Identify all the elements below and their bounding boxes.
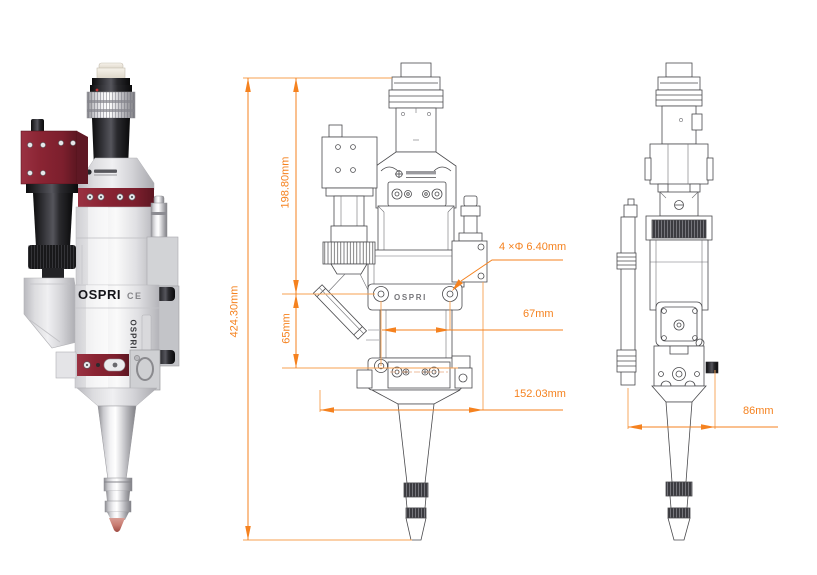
knurled-ring: [86, 91, 136, 119]
sensor-plate: [655, 301, 705, 348]
star-logo-icon: [395, 170, 436, 178]
product-photo: [20, 62, 180, 532]
angled-bracket: [23, 277, 78, 349]
brand-logo-drawing: OSPRI: [394, 293, 427, 302]
overall-width-dimension: [320, 407, 563, 413]
overall-width-label: 152.03mm: [514, 388, 566, 400]
nozzle-cone: [76, 387, 158, 532]
mounting-plate: [367, 283, 463, 311]
mount-height-dimension: [293, 294, 299, 368]
hole-callout-label: 4 ×Φ 6.40mm: [499, 241, 567, 253]
gas-fitting: [458, 195, 483, 242]
hole-spacing-dimension: [382, 327, 563, 333]
left-tab: [55, 351, 77, 379]
side-rail: [616, 198, 638, 386]
latch-clamp: [129, 349, 161, 391]
lower-plate: [356, 355, 473, 391]
maroon-band-lower: [77, 354, 129, 376]
fiber-cap: [90, 62, 132, 94]
mounting-hole: [442, 286, 458, 302]
dimension-annotations: [243, 77, 778, 541]
angled-bracket-outline: [312, 284, 368, 340]
upper-height-label: 198.80mm: [279, 156, 292, 209]
hole-spacing-label: 67mm: [523, 308, 554, 320]
side-width-dimension: [628, 424, 778, 430]
nozzle-tip-outline: [405, 517, 427, 541]
front-view-drawing: [312, 62, 488, 541]
upper-height-dimension: [293, 78, 299, 294]
brand-logo: OSPRI: [78, 287, 121, 302]
camera-module-outline: [321, 124, 378, 275]
side-module-outline: [451, 240, 488, 283]
nozzle-tip: [109, 518, 125, 532]
brand-logo-vertical: OSPRI: [128, 319, 138, 350]
black-barrel: [92, 118, 130, 168]
camera-module: [20, 119, 88, 280]
side-view-drawing: [616, 62, 719, 541]
mount-height-label: 65mm: [280, 313, 293, 344]
overall-height-dimension: [245, 78, 251, 540]
side-width-label: 86mm: [743, 405, 774, 417]
maroon-band-upper: [78, 188, 154, 207]
nozzle-tip-outline: [667, 517, 691, 541]
ce-mark: CE: [127, 291, 143, 301]
overall-height-label: 424.30mm: [228, 285, 241, 338]
hole-callout-leader: [452, 259, 563, 291]
upper-body: [75, 206, 157, 289]
